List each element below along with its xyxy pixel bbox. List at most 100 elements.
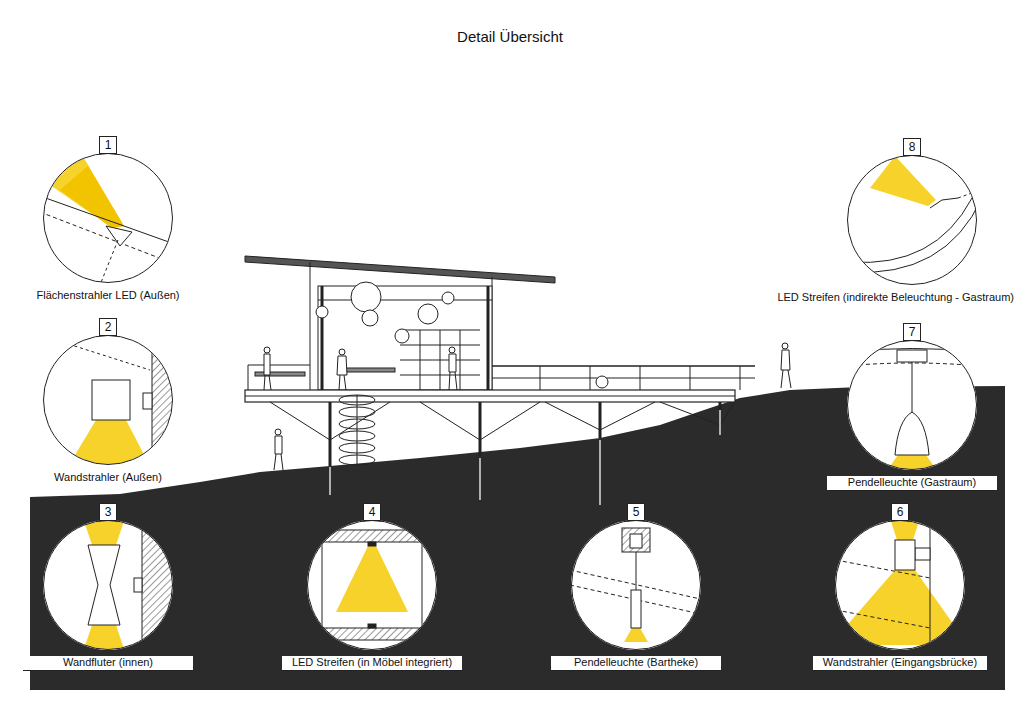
building-section [245, 256, 755, 466]
callout-number: 3 [99, 503, 118, 521]
detail-wall-spot-bridge-part [930, 515, 931, 655]
circle-outline [43, 153, 173, 283]
building-section-part [245, 256, 555, 283]
people-part [281, 454, 283, 470]
people-part [264, 375, 265, 390]
building-section-part [690, 366, 691, 390]
circle-border [44, 521, 173, 650]
building-section-part [740, 366, 741, 390]
detail-led-cove-part [930, 198, 958, 208]
detail-wall-spot-bridge-part [890, 518, 920, 540]
detail-discs-part [43, 153, 173, 283]
building-section-part [640, 366, 641, 390]
detail-pendant-bar-part [636, 552, 637, 590]
detail-led-cove [850, 156, 982, 272]
detail-led-strip-furniture-part [300, 628, 445, 640]
detail-wall-spot-bridge [830, 515, 968, 655]
people-part [275, 436, 282, 454]
callout-number: 8 [903, 138, 922, 156]
building-section-part [599, 402, 602, 438]
callout-number: 1 [99, 136, 118, 154]
foundation-posts-part [329, 467, 331, 495]
people-part [449, 354, 456, 372]
building-section-part [255, 372, 305, 376]
building-section-part [318, 286, 492, 390]
circle-outline [307, 520, 437, 650]
circle-border [308, 521, 437, 650]
building-section-part [329, 402, 332, 466]
detail-wall-spot-outside-part [92, 380, 130, 420]
circle-border [848, 156, 977, 285]
detail-pendant-room [845, 349, 980, 473]
people [264, 343, 791, 470]
detail-caption: LED Streifen (in Möbel integriert) [282, 656, 462, 671]
building-section-part [487, 286, 490, 390]
detail-led-strip-furniture-part [300, 530, 445, 542]
detail-circle: 4LED Streifen (in Möbel integriert) [307, 520, 437, 650]
people-part [274, 454, 276, 470]
detail-led-strip-furniture-part [322, 542, 323, 628]
people-part [264, 354, 270, 375]
circle-outline [847, 340, 977, 470]
building-section-part [492, 365, 755, 367]
people-part [781, 370, 783, 388]
detail-floodlight-part [40, 148, 124, 228]
building-section-part [248, 365, 310, 366]
building-section-part [316, 306, 328, 318]
detail-floodlight-part [60, 166, 124, 228]
people-part [449, 372, 450, 390]
detail-wall-spot-outside-part [143, 393, 152, 409]
detail-led-cove-part [850, 198, 972, 262]
detail-circle: 5Pendelleuchte (Bartheke) [571, 520, 701, 650]
building-section-part [660, 402, 735, 425]
detail-circle: 7Pendelleuchte (Gastraum) [847, 340, 977, 470]
detail-pendant-room-part [895, 412, 929, 455]
foundation-posts [330, 410, 720, 505]
detail-pendant-room-part [912, 362, 913, 412]
people-part [264, 347, 270, 353]
building-section-part [540, 366, 541, 390]
detail-wall-spot-bridge-part [895, 540, 915, 570]
building-section-part [345, 368, 395, 372]
building-section-part [492, 378, 755, 379]
detail-discs-part [847, 155, 977, 285]
people-part [275, 429, 281, 435]
building-section-part [245, 396, 735, 397]
detail-discs [43, 153, 977, 650]
detail-pendant-bar [570, 528, 705, 642]
circle-border [44, 336, 173, 465]
detail-led-strip-furniture-part [368, 624, 376, 628]
callout-number: 6 [891, 503, 910, 521]
detail-pendant-bar-part [624, 628, 648, 642]
detail-discs-part [847, 340, 977, 470]
building-section-part [351, 282, 381, 312]
callout-number: 2 [99, 318, 118, 336]
detail-pendant-bar-part [630, 534, 642, 548]
detail-circle: 8LED Streifen (indirekte Beleuchtung - G… [847, 155, 977, 285]
circle-border [44, 154, 173, 283]
building-section-part [245, 390, 735, 402]
detail-caption: Flächenstrahler LED (Außen) [36, 289, 179, 302]
detail-caption: Wandstrahler (Außen) [54, 471, 162, 484]
detail-wall-washer-part [88, 545, 120, 625]
detail-floodlight [40, 148, 180, 285]
detail-caption: Wandfluter (innen) [23, 656, 193, 671]
circle-border [848, 341, 977, 470]
detail-wall-spot-bridge-part [836, 560, 930, 578]
detail-caption: Wandstrahler (Eingangsbrücke) [813, 656, 987, 671]
people-part [339, 349, 345, 355]
people-part [455, 372, 457, 390]
people-part [339, 375, 340, 390]
detail-circle: 2Wandstrahler (Außen) [43, 335, 173, 465]
detail-caption: Pendelleuchte (Bartheke) [551, 656, 721, 671]
detail-led-strip-furniture-part [368, 542, 376, 546]
detail-pendant-bar-part [631, 590, 641, 628]
foundation-posts-part [719, 410, 721, 435]
building-section-part [310, 262, 311, 390]
building-section-part [321, 286, 324, 390]
detail-led-strip-furniture-part [336, 546, 408, 612]
detail-pendant-bar-part [622, 528, 650, 552]
people-part [449, 347, 455, 353]
building-section-part [442, 292, 454, 304]
